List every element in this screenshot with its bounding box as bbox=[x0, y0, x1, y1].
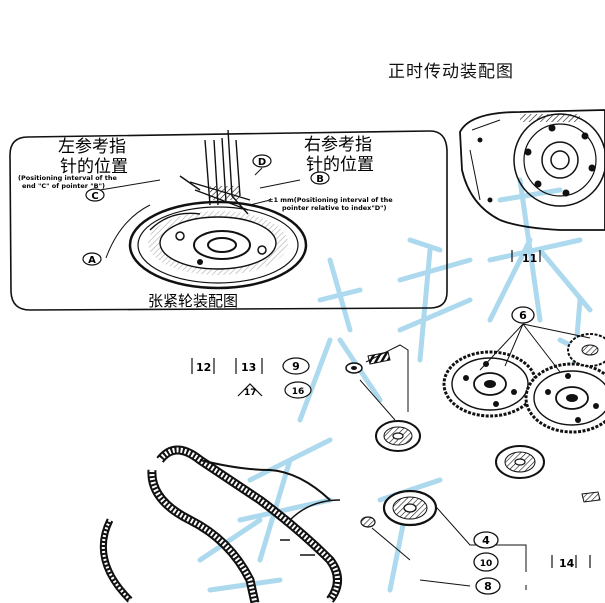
page-title: 正时传动装配图 bbox=[388, 62, 514, 82]
label-a: A bbox=[82, 252, 102, 266]
idler-pulley-right bbox=[495, 445, 545, 479]
svg-text:4: 4 bbox=[482, 534, 490, 547]
svg-text:B: B bbox=[316, 174, 324, 185]
note-tolerance-english: ±1 mm(Positioning interval of the pointe… bbox=[268, 196, 395, 212]
svg-text:12: 12 bbox=[196, 361, 211, 374]
svg-text:17: 17 bbox=[244, 388, 257, 398]
svg-text:6: 6 bbox=[519, 309, 527, 322]
svg-text:16: 16 bbox=[292, 387, 305, 397]
small-washer bbox=[360, 516, 376, 528]
svg-text:14: 14 bbox=[559, 557, 575, 570]
camshaft-sprocket-right bbox=[524, 362, 605, 434]
idler-pulley-upper bbox=[375, 420, 421, 452]
small-part-right bbox=[581, 491, 601, 503]
tensioner-pulley bbox=[128, 200, 308, 290]
svg-text:10: 10 bbox=[480, 559, 493, 569]
callout-8: 8 bbox=[475, 577, 501, 595]
callouts-group-left: 12 13 9 17 16 bbox=[191, 357, 312, 399]
svg-text:11: 11 bbox=[522, 252, 537, 265]
callout-11: 11 bbox=[511, 250, 541, 265]
label-d: D bbox=[252, 154, 272, 168]
svg-text:A: A bbox=[88, 255, 96, 266]
tensioner-pulley-main bbox=[382, 489, 438, 527]
svg-text:D: D bbox=[258, 157, 266, 168]
svg-text:9: 9 bbox=[292, 360, 300, 373]
inset-caption: 张紧轮装配图 bbox=[148, 292, 238, 310]
right-pointer-note: 右参考指 针的位置 bbox=[304, 135, 377, 175]
note-c-english: (Positioning interval of the end "C" of … bbox=[18, 174, 119, 190]
callout-4: 4 bbox=[473, 531, 499, 549]
timing-belt bbox=[99, 445, 342, 603]
pointer-arm bbox=[179, 129, 251, 215]
svg-text:13: 13 bbox=[241, 361, 256, 374]
bolt bbox=[345, 351, 391, 374]
svg-text:C: C bbox=[91, 191, 98, 202]
label-b: B bbox=[310, 171, 330, 185]
engine-cover bbox=[459, 109, 605, 231]
callout-6: 6 bbox=[479, 306, 591, 373]
svg-text:8: 8 bbox=[484, 580, 492, 593]
left-pointer-note: 左参考指 针的位置 bbox=[58, 137, 131, 177]
callout-10: 10 bbox=[473, 552, 499, 572]
callout-14: 14 bbox=[551, 555, 591, 570]
sprocket-top-right-partial bbox=[567, 333, 605, 367]
label-c: C bbox=[85, 188, 105, 202]
tensioner-inset: 左参考指 针的位置 右参考指 针的位置 (Positioning interva… bbox=[9, 129, 448, 311]
camshaft-sprocket-left bbox=[442, 350, 538, 418]
